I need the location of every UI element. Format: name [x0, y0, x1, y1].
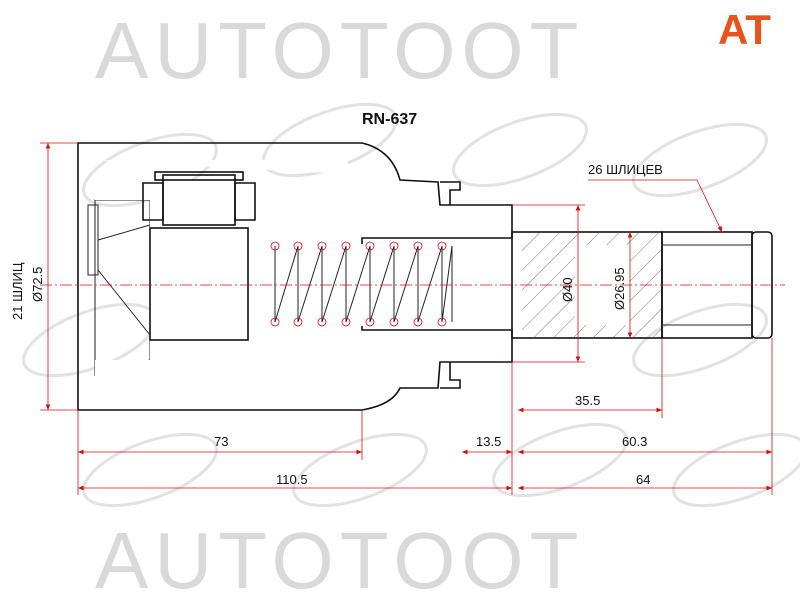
at-logo: AT: [718, 6, 771, 53]
label-dim-60-3: 60.3: [622, 434, 647, 449]
label-dim-13-5: 13.5: [476, 434, 501, 449]
watermark-bottom: AUTOTOOT: [95, 516, 585, 600]
part-number-title: RN-637: [362, 111, 417, 128]
label-dim-35-5: 35.5: [575, 393, 600, 408]
tripod-hub: [149, 227, 249, 341]
label-dim-110-5: 110.5: [276, 472, 308, 487]
boot-clips: [440, 181, 461, 389]
dimension-lines: [40, 142, 773, 495]
label-outer-splines: 21 ШЛИЦ: [10, 262, 25, 320]
label-shaft-splines: 26 ШЛИЦЕВ: [588, 162, 663, 177]
label-outer-diameter: Ø72.5: [30, 267, 45, 302]
label-dim-73: 73: [214, 434, 228, 449]
dimension-labels: 21 ШЛИЦ Ø72.5 Ø40 Ø26.95 26 ШЛИЦЕВ 35.5 …: [10, 162, 663, 487]
label-dim-64: 64: [636, 472, 650, 487]
tripod-assembly: [87, 171, 256, 341]
logo-text: AT: [718, 6, 771, 53]
watermark-top: AUTOTOOT: [95, 6, 585, 95]
spring: [270, 241, 454, 327]
label-diameter-40: Ø40: [560, 277, 575, 302]
label-diameter-26: Ø26.95: [612, 267, 627, 310]
